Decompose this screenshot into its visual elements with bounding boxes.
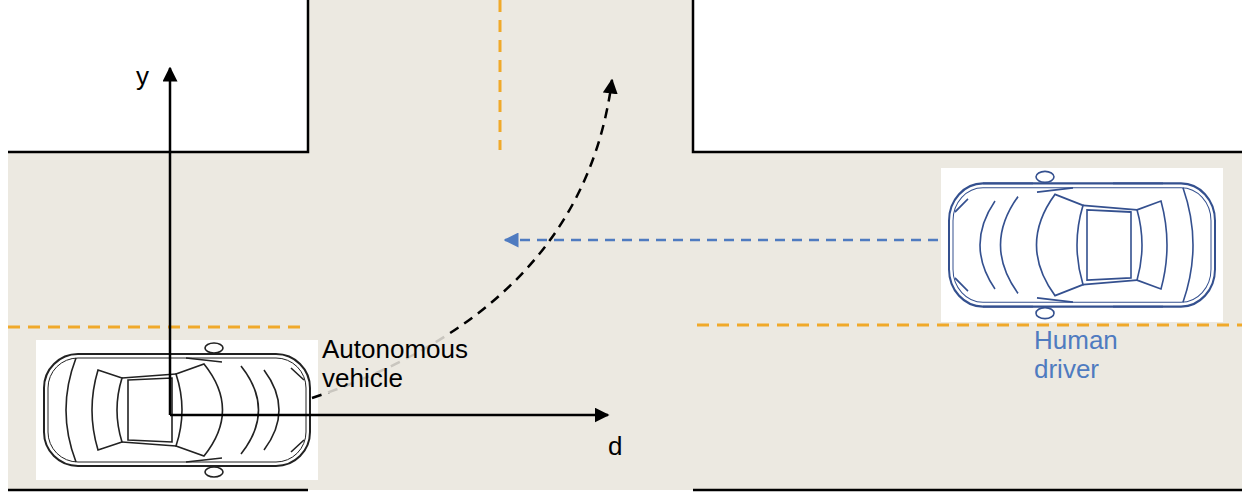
lane-marking [8,326,308,329]
road-surface [8,152,1242,490]
y-axis [169,68,172,415]
autonomous-car [36,340,318,480]
human-car [941,168,1223,322]
road-edge [8,0,308,152]
lane-marking [697,324,1242,327]
side-road-surface [308,0,693,153]
axis-label: d [608,432,622,461]
axis-label: y [136,62,149,91]
road-edge [693,0,1242,152]
d-axis [170,414,608,417]
road-edge [693,489,1242,492]
road-edge [8,489,308,492]
human-path [505,239,938,242]
vehicle-label: Autonomous vehicle [322,335,472,393]
vehicle-label: Human driver [1034,326,1144,384]
lane-marking [499,0,502,150]
planned-path [312,80,612,398]
